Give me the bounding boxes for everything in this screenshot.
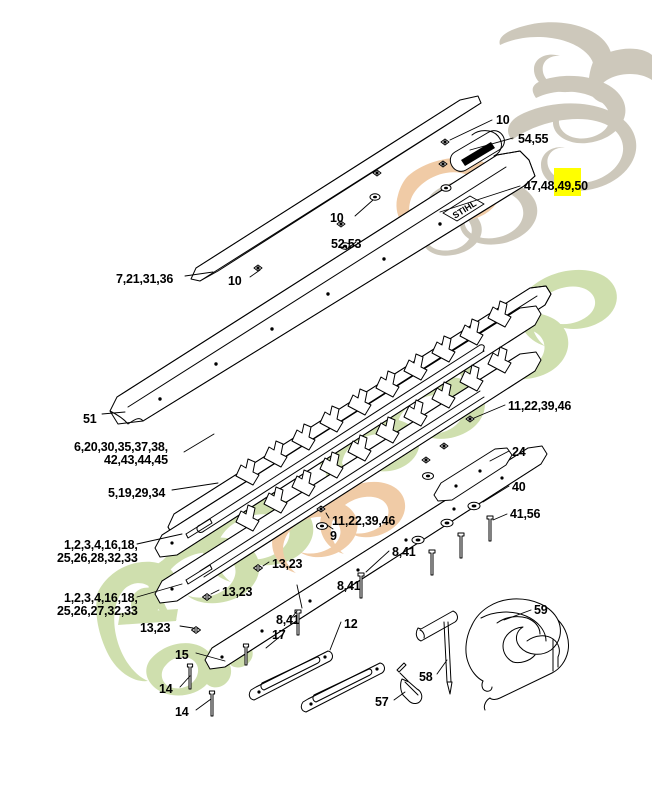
callout-label-c10a: 10 xyxy=(330,211,344,225)
callout-label-c58: 58 xyxy=(419,670,433,684)
callout-label-c51: 51 xyxy=(83,412,97,426)
callout-label-c5192934: 5,19,29,34 xyxy=(108,486,166,500)
callout-label-c5253: 52,53 xyxy=(331,237,362,251)
part-toothed-blade-lower xyxy=(154,346,542,604)
callout-label-c1323c: 13,23 xyxy=(140,621,171,635)
tool-safety-glasses-59 xyxy=(465,598,569,711)
hardware-group xyxy=(186,130,505,717)
callout-label-c1_33d: 25,26,27,32,33 xyxy=(57,604,138,618)
callout-label-c1323a: 13,23 xyxy=(272,557,303,571)
callout-label-c4750: 47,48,49,50 xyxy=(524,179,588,193)
callout-label-c57: 57 xyxy=(375,695,389,709)
part-slotted-plate-17 xyxy=(248,650,333,701)
callout-label-c112239a: 11,22,39,46 xyxy=(508,399,572,413)
callout-label-c9: 9 xyxy=(330,529,337,543)
part-long-rail-upper: STIHL xyxy=(109,150,536,425)
callout-label-c5455: 54,55 xyxy=(518,132,549,146)
callout-label-c14b: 14 xyxy=(175,705,189,719)
callout-label-c112239b: 11,22,39,46 xyxy=(332,514,396,528)
callout-label-c6_45b: 42,43,44,45 xyxy=(104,453,168,467)
callout-label-c59: 59 xyxy=(534,603,548,617)
part-cover-bar-top xyxy=(190,95,482,282)
callout-label-c40: 40 xyxy=(512,480,526,494)
callout-label-c24: 24 xyxy=(512,445,526,459)
callout-label-c1_33c: 1,2,3,4,16,18, xyxy=(64,591,138,605)
tool-screwdriver-57 xyxy=(396,662,423,704)
callout-label-c841b: 8,41 xyxy=(337,579,361,593)
callout-label-c841a: 8,41 xyxy=(392,545,416,559)
callout-label-c1_33a: 1,2,3,4,16,18, xyxy=(64,538,138,552)
tool-t-wrench-58 xyxy=(415,610,458,695)
leader-lines xyxy=(101,119,532,711)
callout-label-c841c: 8,41 xyxy=(276,613,300,627)
callout-label-c7213136: 7,21,31,36 xyxy=(116,272,174,286)
part-slotted-plate-12 xyxy=(300,662,385,713)
callout-label-c4156: 41,56 xyxy=(510,507,541,521)
highlight-marker xyxy=(554,168,581,196)
callout-label-c6_45a: 6,20,30,35,37,38, xyxy=(74,440,168,454)
callout-label-c15: 15 xyxy=(175,648,189,662)
part-plate-24 xyxy=(433,447,513,502)
callout-label-c10c: 10 xyxy=(228,274,242,288)
callout-label-c10b: 10 xyxy=(496,113,510,127)
callout-label-c1_33b: 25,26,28,32,33 xyxy=(57,551,138,565)
callout-label-c1323b: 13,23 xyxy=(222,585,253,599)
callout-label-c14a: 14 xyxy=(159,682,173,696)
callout-label-c17: 17 xyxy=(272,628,286,642)
callout-label-c12: 12 xyxy=(344,617,358,631)
part-toothed-blade-upper xyxy=(154,300,542,558)
